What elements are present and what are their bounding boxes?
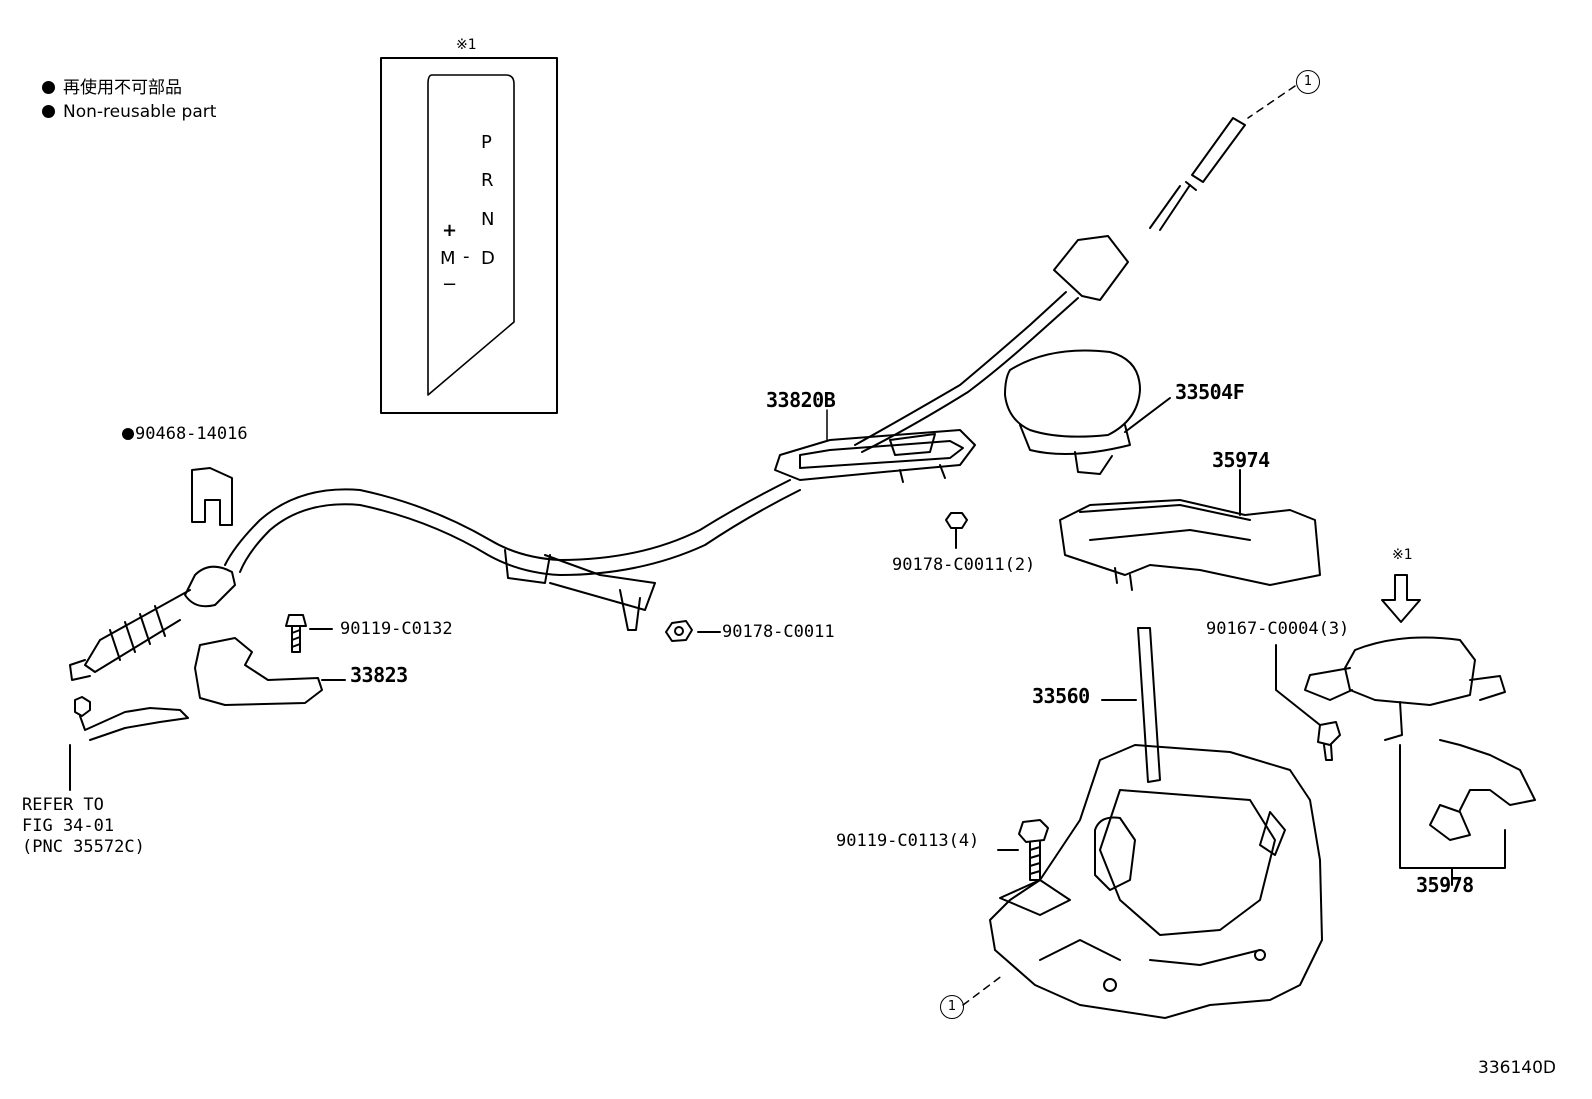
legend-line-2: Non-reusable part	[42, 104, 216, 121]
shape-33820B	[774, 429, 976, 483]
shape-nut-top	[945, 512, 968, 549]
callout-leader-bottom	[962, 974, 1004, 1006]
gate-p: P	[481, 132, 492, 153]
view-arrow	[1381, 574, 1421, 623]
legend-line-1: 再使用不可部品	[42, 80, 182, 97]
shift-gate-inset	[380, 57, 558, 414]
callout-leader-top	[1247, 85, 1296, 119]
label-33560: 33560	[1032, 684, 1090, 708]
callout-1-top: 1	[1296, 70, 1320, 94]
label-90178-C0011: 90178-C0011	[722, 622, 835, 642]
shape-clip-90468	[191, 467, 233, 526]
shift-cable	[69, 117, 1246, 681]
gate-r: R	[481, 170, 494, 191]
shape-pin-refer	[69, 696, 189, 791]
bullet-icon	[42, 81, 55, 94]
gate-d: D	[481, 248, 495, 269]
figure-id: 336140D	[1478, 1058, 1556, 1078]
label-90167-C0004-3: 90167-C0004(3)	[1206, 619, 1350, 639]
gate-n: N	[481, 209, 495, 230]
shape-35978	[1304, 636, 1536, 886]
non-reusable-dot-icon	[122, 428, 134, 440]
label-90468-14016: 90468-14016	[122, 426, 248, 443]
label-90119-C0113-4: 90119-C0113(4)	[836, 831, 980, 851]
bullet-icon	[42, 105, 55, 118]
shape-bolt-c0132	[285, 614, 333, 653]
shape-33504F	[1004, 349, 1171, 475]
refer-line-1: REFER TO	[22, 795, 104, 815]
shape-bolt-c0113	[997, 819, 1049, 881]
note-marker-arrow: ※1	[1392, 547, 1413, 563]
label-90119-C0132: 90119-C0132	[340, 619, 453, 639]
shape-33560	[989, 627, 1323, 1019]
leader-lines	[826, 409, 1241, 486]
shape-bolt-c0004	[1275, 644, 1341, 761]
gate-m: M	[440, 248, 456, 269]
gate-plus: +	[442, 220, 458, 241]
refer-line-3: (PNC 35572C)	[22, 837, 145, 857]
gate-minus: −	[442, 274, 458, 295]
refer-line-2: FIG 34-01	[22, 816, 115, 836]
label-90178-C0011-2: 90178-C0011(2)	[892, 555, 1036, 575]
legend-text-1: 再使用不可部品	[63, 78, 182, 98]
shape-35974	[1059, 469, 1321, 591]
label-33823: 33823	[350, 663, 408, 687]
note-marker-inset: ※1	[456, 37, 477, 53]
callout-1-bottom: 1	[940, 995, 964, 1019]
label-33820B: 33820B	[766, 388, 836, 412]
legend-text-2: Non-reusable part	[63, 102, 217, 122]
shape-33823	[194, 637, 346, 706]
label-35978: 35978	[1416, 873, 1474, 897]
gate-dash: -	[463, 246, 470, 267]
label-35974: 35974	[1212, 448, 1270, 472]
label-33504F: 33504F	[1175, 380, 1245, 404]
shape-nut-c0011	[665, 620, 721, 642]
